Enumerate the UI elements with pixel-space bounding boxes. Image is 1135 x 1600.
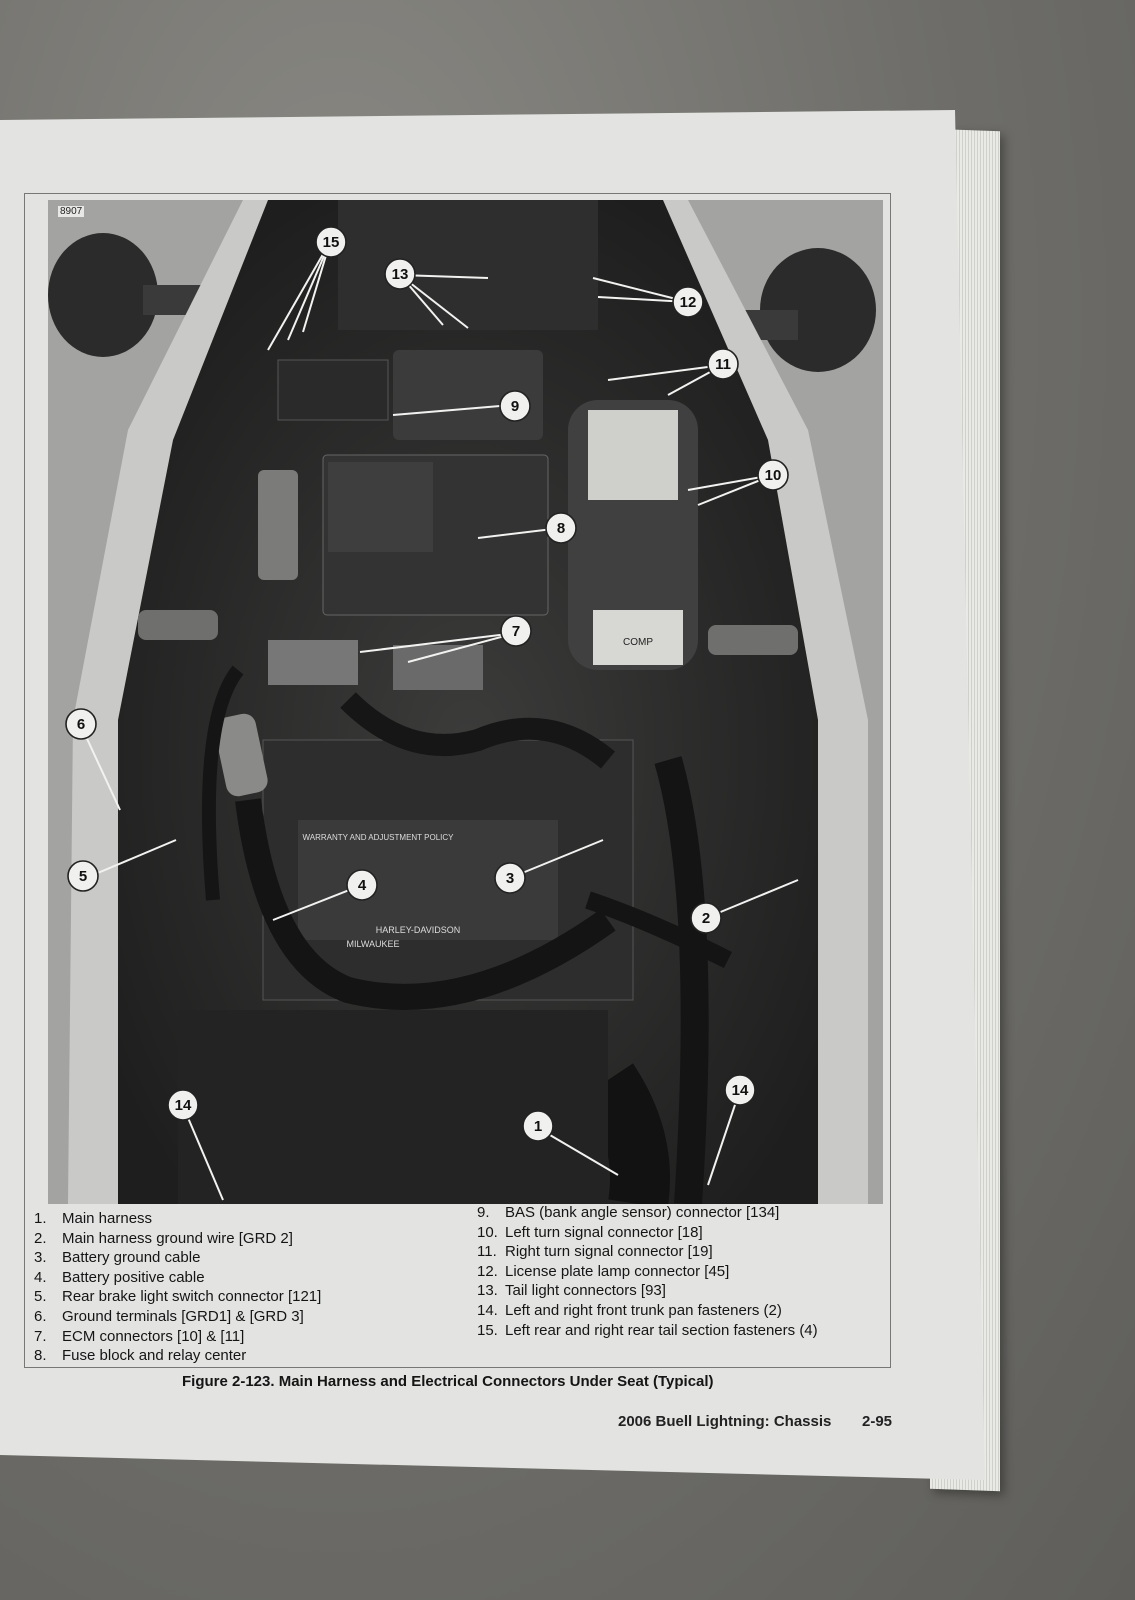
- svg-text:15: 15: [323, 234, 340, 251]
- svg-text:11: 11: [715, 356, 731, 373]
- legend-item: 1. Main harness: [34, 1209, 321, 1229]
- legend-item: 15. Left rear and right rear tail section…: [477, 1321, 818, 1341]
- legend-item: 8. Fuse block and relay center: [34, 1346, 321, 1366]
- legend-num: 10.: [477, 1223, 498, 1241]
- battery-policy-label: WARRANTY AND ADJUSTMENT POLICY: [303, 833, 455, 842]
- callout-7: 7: [500, 615, 532, 647]
- left-mirror: [48, 233, 158, 357]
- figure-photo: COMP WARRANTY AND ADJUSTMENT POLICY HARL…: [48, 200, 883, 1204]
- callout-11: 11: [707, 348, 739, 380]
- legend-num: 8.: [34, 1347, 47, 1365]
- legend-item: 14. Left and right front trunk pan fasten…: [477, 1301, 818, 1321]
- legend-num: 1.: [34, 1210, 47, 1227]
- callout-14-right: 14: [724, 1074, 756, 1106]
- callout-9: 9: [499, 390, 531, 422]
- svg-text:7: 7: [512, 623, 520, 640]
- legend-text: Left and right front trunk pan fasteners…: [505, 1301, 782, 1319]
- legend-num: 2.: [34, 1229, 47, 1247]
- legend-num: 11.: [477, 1243, 497, 1261]
- svg-text:14: 14: [175, 1097, 192, 1114]
- callout-2: 2: [690, 902, 722, 934]
- legend-text: License plate lamp connector [45]: [505, 1262, 730, 1280]
- callout-8: 8: [545, 512, 577, 544]
- legend-text: Fuse block and relay center: [62, 1347, 247, 1365]
- legend-text: Rear brake light switch connector [121]: [62, 1288, 322, 1306]
- svg-text:2: 2: [702, 910, 710, 927]
- figure-frame: [24, 193, 891, 1368]
- legend-right: 9. BAS (bank angle sensor) connector [134…: [477, 1203, 818, 1340]
- callout-10: 10: [757, 459, 789, 491]
- svg-text:14: 14: [732, 1082, 749, 1099]
- footer-title: 2006 Buell Lightning: Chassis: [618, 1413, 832, 1430]
- legend-num: 13.: [477, 1282, 498, 1300]
- callout-4: 4: [346, 869, 378, 901]
- legend-num: 12.: [477, 1262, 498, 1280]
- svg-text:4: 4: [358, 877, 367, 894]
- legend-text: Tail light connectors [93]: [505, 1282, 666, 1300]
- legend-text: Battery ground cable: [62, 1249, 201, 1267]
- legend-num: 5.: [34, 1288, 47, 1306]
- legend-num: 9.: [477, 1204, 490, 1221]
- legend-item: 10. Left turn signal connector [18]: [477, 1223, 818, 1243]
- callout-14-left: 14: [167, 1089, 199, 1121]
- legend-item: 3. Battery ground cable: [34, 1248, 321, 1268]
- legend-text: Battery positive cable: [62, 1268, 205, 1286]
- callout-6: 6: [65, 708, 97, 740]
- legend-text: Right turn signal connector [19]: [505, 1243, 713, 1261]
- legend-item: 12. License plate lamp connector [45]: [477, 1262, 818, 1282]
- battery-brand-label: HARLEY-DAVIDSON: [376, 925, 461, 935]
- legend-item: 11. Right turn signal connector [19]: [477, 1242, 818, 1262]
- svg-text:9: 9: [511, 398, 519, 415]
- legend-num: 15.: [477, 1321, 498, 1339]
- legend-text: BAS (bank angle sensor) connector [134]: [505, 1204, 780, 1221]
- figure-id: 8907: [58, 206, 85, 217]
- legend-num: 7.: [34, 1327, 47, 1345]
- svg-text:10: 10: [765, 467, 782, 484]
- callout-1: 1: [522, 1110, 554, 1142]
- legend-item: 5. Rear brake light switch connector [121…: [34, 1287, 321, 1307]
- callout-3: 3: [494, 862, 526, 894]
- legend-text: ECM connectors [10] & [11]: [62, 1327, 245, 1345]
- legend-text: Ground terminals [GRD1] & [GRD 3]: [62, 1307, 304, 1325]
- legend-num: 14.: [477, 1301, 498, 1319]
- callout-13: 13: [384, 258, 416, 290]
- figure-caption: Figure 2-123. Main Harness and Electrica…: [182, 1373, 714, 1390]
- legend-num: 3.: [34, 1249, 47, 1267]
- legend-text: Main harness ground wire [GRD 2]: [62, 1229, 293, 1247]
- svg-text:12: 12: [680, 294, 697, 311]
- right-mirror: [760, 248, 876, 372]
- legend-num: 6.: [34, 1307, 47, 1325]
- callout-5: 5: [67, 860, 99, 892]
- page-number: 2-95: [862, 1413, 893, 1430]
- legend-text: Main harness: [62, 1210, 153, 1227]
- legend-num: 4.: [34, 1268, 47, 1286]
- legend-item: 9. BAS (bank angle sensor) connector [134…: [477, 1203, 818, 1223]
- legend-item: 4. Battery positive cable: [34, 1268, 321, 1288]
- legend-left: 1. Main harness 2. Main harness ground wir…: [34, 1209, 321, 1366]
- legend-text: Left turn signal connector [18]: [505, 1223, 703, 1241]
- svg-text:8: 8: [557, 520, 565, 537]
- callout-12: 12: [672, 286, 704, 318]
- callout-15: 15: [315, 226, 347, 258]
- svg-text:3: 3: [506, 870, 514, 887]
- legend-item: 2. Main harness ground wire [GRD 2]: [34, 1229, 321, 1249]
- legend-item: 7. ECM connectors [10] & [11]: [34, 1327, 321, 1347]
- comp-label: COMP: [623, 637, 653, 648]
- svg-text:13: 13: [392, 266, 409, 283]
- battery-city-label: MILWAUKEE: [346, 939, 399, 949]
- svg-text:1: 1: [534, 1118, 542, 1135]
- legend-item: 13. Tail light connectors [93]: [477, 1281, 818, 1301]
- svg-text:5: 5: [79, 868, 87, 885]
- legend-text: Left rear and right rear tail section fa…: [505, 1321, 818, 1339]
- svg-text:6: 6: [77, 716, 85, 733]
- legend-item: 6. Ground terminals [GRD1] & [GRD 3]: [34, 1307, 321, 1327]
